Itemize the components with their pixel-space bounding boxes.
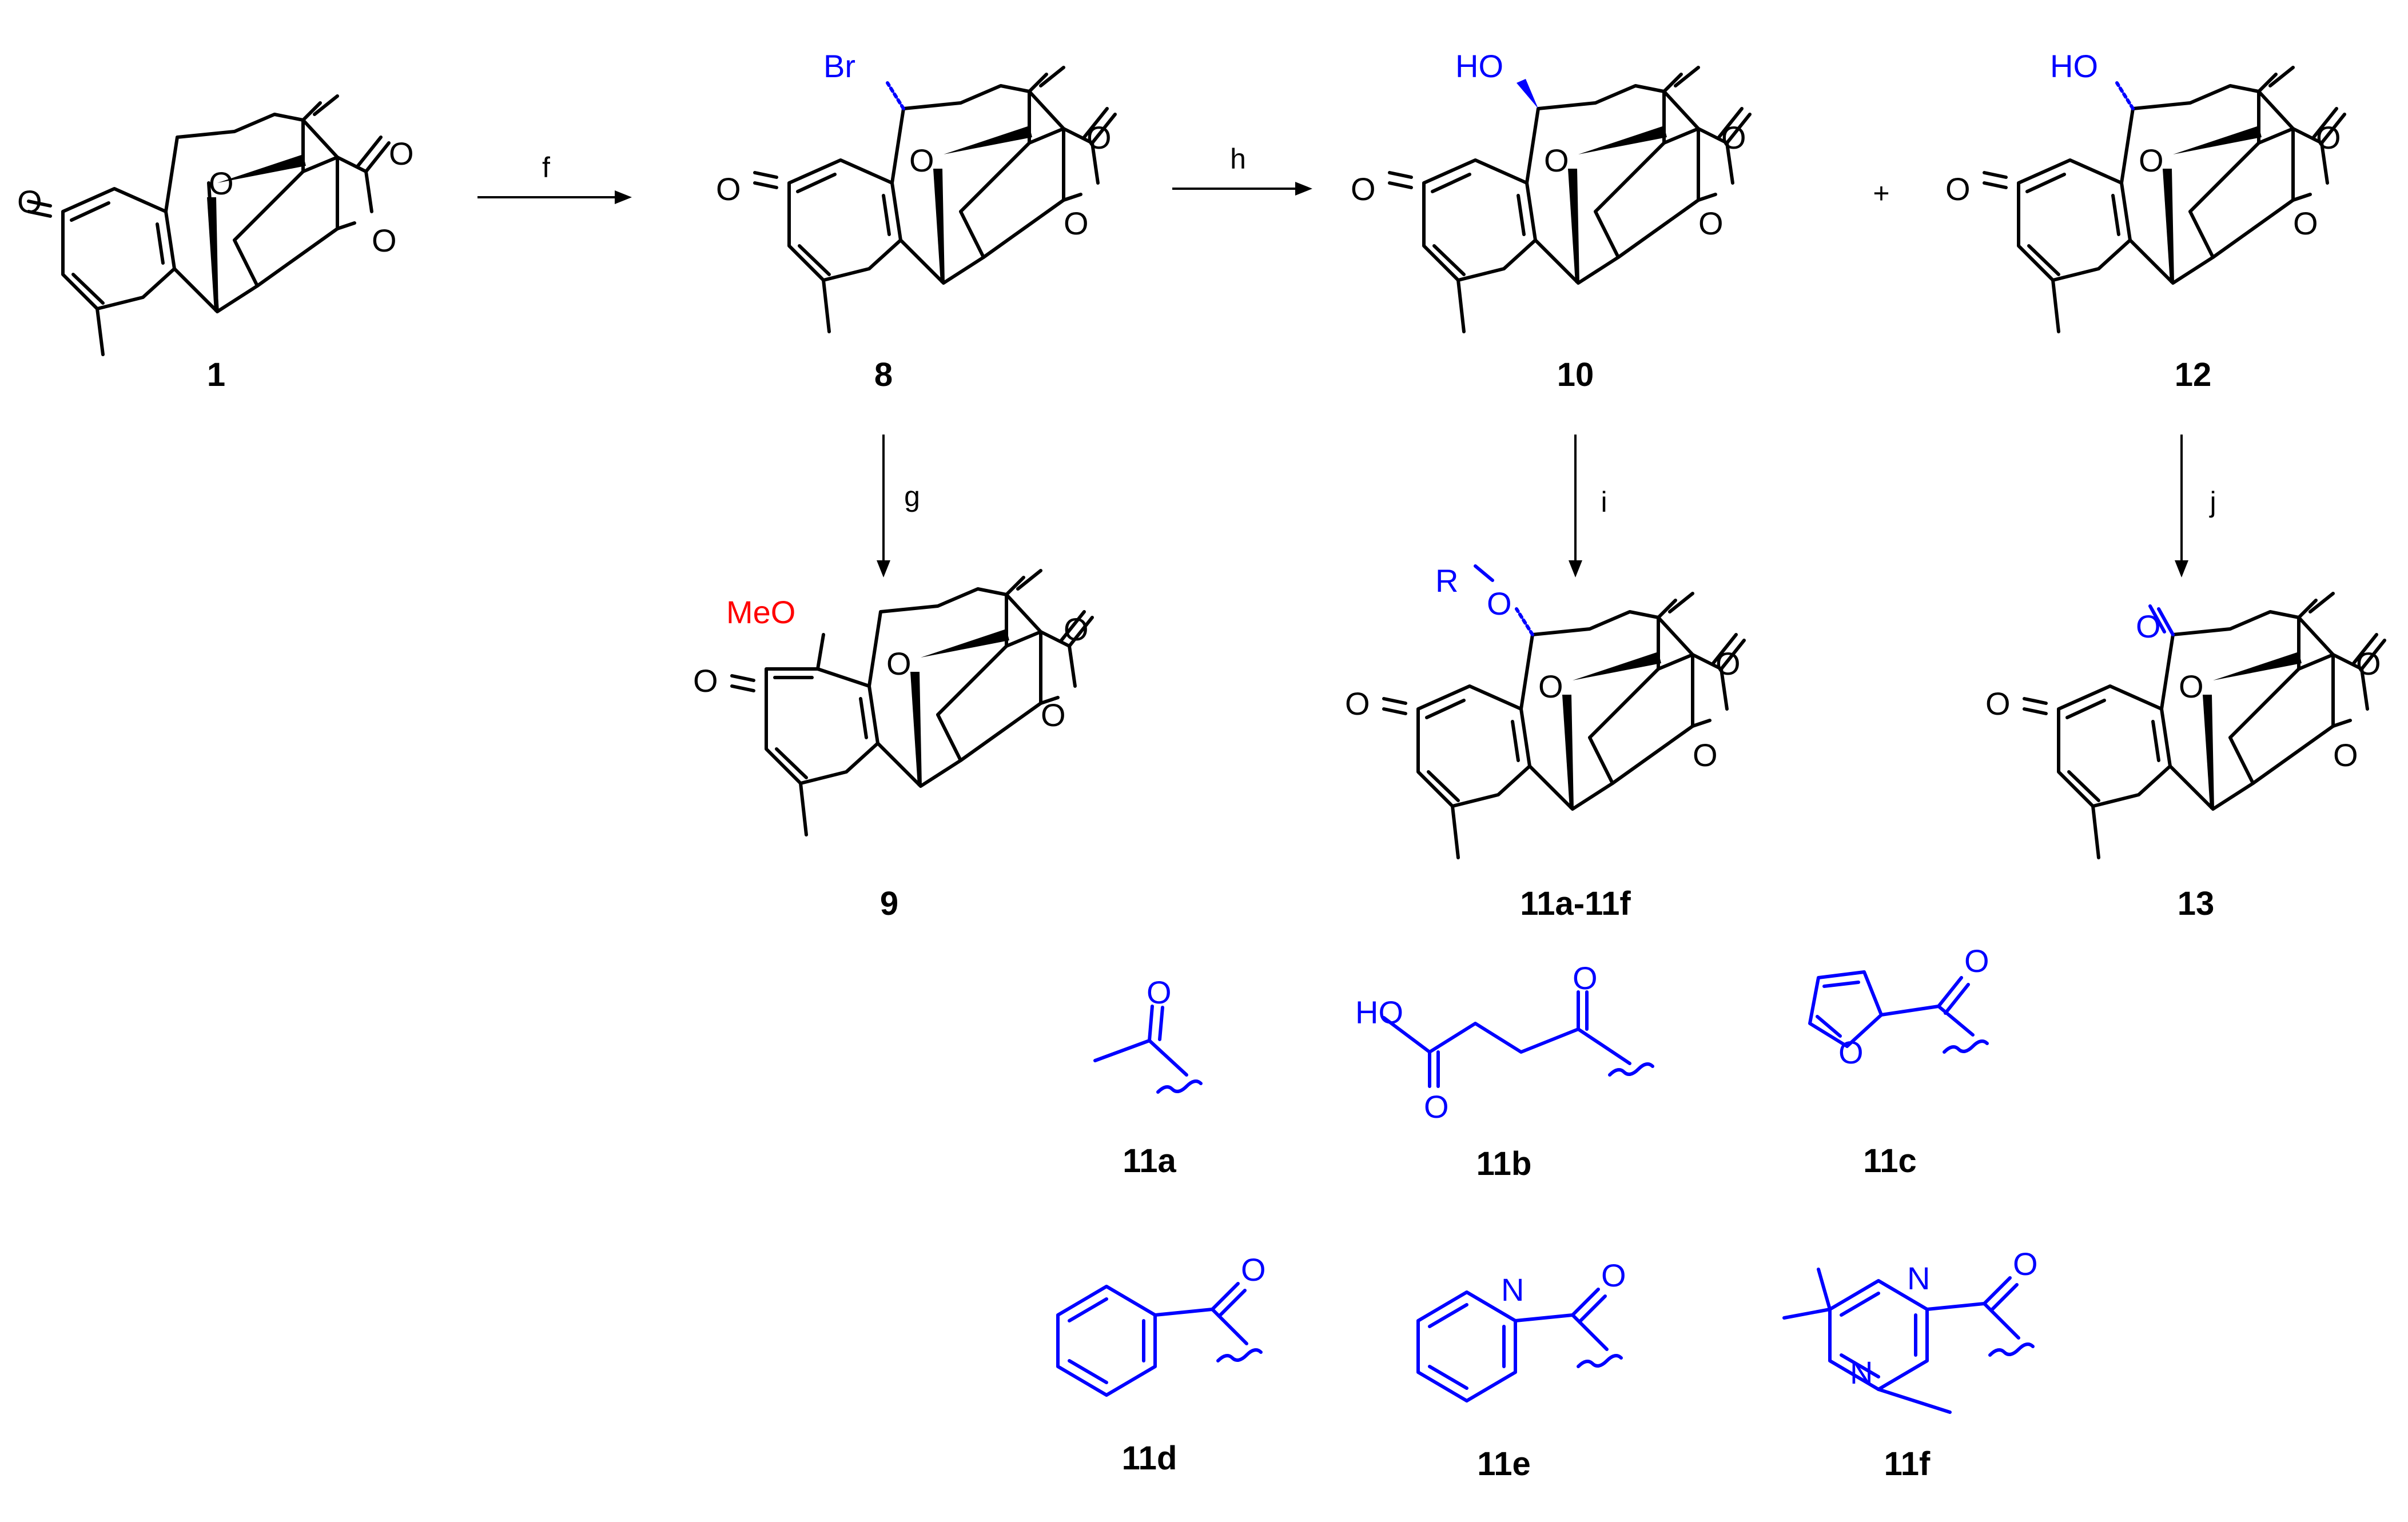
atom-O-bridge-11: O [1538,668,1563,704]
compound-label-1: 1 [207,356,225,393]
rgroup-11b-succinyl [1382,990,1654,1088]
atom-O-bridge-8: O [909,142,934,178]
rgroup-label-11f: 11f [1884,1445,1931,1483]
atom-Br-8: Br [823,48,855,84]
atom-O-carbonyl-8: O [716,171,741,207]
atom-N-11f-top: N [1907,1260,1930,1296]
atom-O-bridge-9: O [886,646,912,682]
atom-O-carbonyl-12: O [1945,171,1971,207]
compound-12-structure [1983,66,2346,333]
rgroup-11e-picolinoyl [1416,1288,1623,1403]
arrow-g [877,435,890,577]
rgroup-11d-benzoyl [1056,1282,1263,1397]
atom-O-11a: O [1147,974,1172,1010]
compound-label-13: 13 [2178,885,2215,922]
rgroup-label-11b: 11b [1476,1145,1532,1182]
atom-O-carbonyl-1: O [17,184,42,220]
atom-O-lactone-carbonyl-13: O [2356,646,2381,682]
reagent-h: h [1230,143,1246,175]
atom-O-lactone-carbonyl-1: O [389,136,414,172]
atom-O-lactone-1: O [372,222,397,258]
compound-8-structure [753,66,1117,333]
atom-O-lactone-carbonyl-9: O [1064,611,1089,647]
compound-13-structure [2023,592,2386,859]
rgroup-11c-furoyl [1808,970,1989,1054]
atom-HO-12: HO [2050,48,2098,84]
atom-O-lactone-carbonyl-8: O [1086,119,1112,156]
compound-label-9: 9 [880,885,898,922]
atom-O-carbonyl-11: O [1345,686,1370,722]
atom-R-11: R [1435,563,1458,599]
compound-label-12: 12 [2175,356,2212,393]
atom-O-bridge-13: O [2179,668,2204,704]
atom-HO-10: HO [1455,48,1503,84]
atom-O-bridge-1: O [209,165,234,201]
atom-O-11c-carbonyl: O [1964,943,1989,979]
reagent-j: j [2208,486,2216,518]
atom-O-11e: O [1601,1257,1626,1293]
atom-O-lactone-carbonyl-10: O [1721,119,1746,156]
compound-11-structure [1382,564,1746,859]
rgroup-11f-pyrazinoyl [1782,1268,2035,1414]
reagent-g: g [904,480,920,512]
rgroup-label-11c: 11c [1863,1142,1917,1180]
reagent-i: i [1601,486,1607,518]
atom-O-11f: O [2013,1246,2038,1282]
compound-label-10: 10 [1557,356,1594,393]
atom-O-bridge-10: O [1544,142,1569,178]
atom-O-lactone-11: O [1693,737,1718,773]
atom-O-lactone-13: O [2333,737,2358,773]
atom-O-11b-ester: O [1573,960,1598,996]
atom-O-lactone-12: O [2293,205,2318,241]
atom-N-11e: N [1501,1272,1524,1308]
atom-O-lactone-10: O [1698,205,1724,241]
arrow-h [1172,182,1312,196]
plus-sign: + [1873,177,1889,209]
compound-9-structure [730,569,1094,836]
atom-O-ketone-13: O [2136,608,2161,644]
atom-MeO-9: MeO [726,594,795,630]
atom-O-carbonyl-10: O [1351,171,1376,207]
reagent-f: f [542,152,550,184]
atom-HO-11b: HO [1355,994,1403,1030]
compound-10-structure [1388,66,1752,333]
arrow-f [477,190,632,204]
atom-O-11d: O [1241,1252,1266,1288]
atom-O-ester-11: O [1487,585,1512,621]
compound-label-11: 11a-11f [1520,885,1631,922]
rgroup-11a-acetyl [1093,1005,1203,1094]
arrow-j [2175,435,2188,577]
atom-N-11f-bottom: N [1850,1354,1873,1390]
compound-label-8: 8 [874,356,893,393]
arrow-i [1569,435,1582,577]
atom-O-carbonyl-9: O [693,663,718,699]
atom-O-lactone-carbonyl-12: O [2316,119,2341,156]
atom-O-bridge-12: O [2139,142,2164,178]
atom-O-lactone-8: O [1064,205,1089,241]
compound-1-structure [27,94,391,356]
atom-O-lactone-carbonyl-11: O [1716,646,1741,682]
atom-O-11c-ring: O [1838,1034,1864,1070]
atom-O-lactone-9: O [1041,697,1066,733]
rgroup-label-11d: 11d [1122,1440,1177,1477]
atom-O-11b-acid: O [1424,1089,1449,1125]
atom-O-carbonyl-13: O [1985,686,2011,722]
rgroup-label-11a: 11a [1123,1142,1176,1180]
rgroup-label-11e: 11e [1477,1445,1531,1483]
